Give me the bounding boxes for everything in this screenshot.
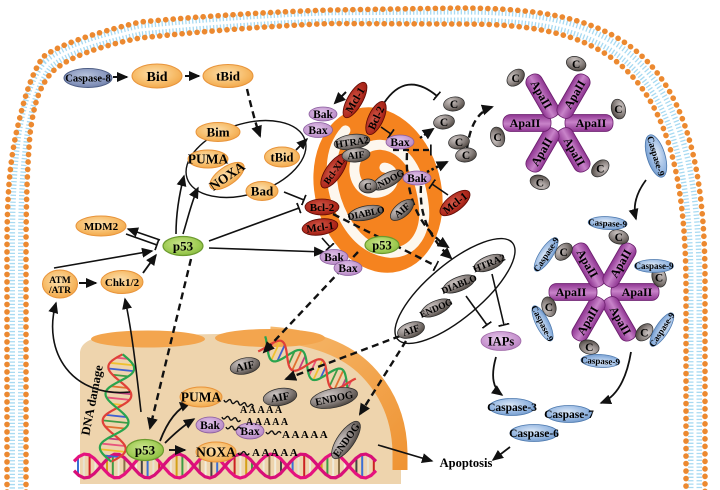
svg-text:tBid: tBid: [216, 69, 241, 84]
svg-text:Bad: Bad: [251, 184, 274, 199]
svg-text:tBid: tBid: [271, 150, 294, 164]
svg-text:ATM: ATM: [49, 276, 70, 286]
svg-text:AIF: AIF: [270, 390, 291, 405]
svg-text:AIF: AIF: [401, 323, 421, 339]
svg-text:C: C: [640, 327, 648, 339]
svg-text:MDM2: MDM2: [84, 221, 119, 233]
svg-text:C: C: [440, 117, 448, 129]
svg-text:AAAAA: AAAAA: [246, 417, 290, 428]
svg-text:Caspase-6: Caspase-6: [509, 428, 559, 440]
svg-text:ApaII: ApaII: [622, 285, 653, 299]
svg-text:Caspase-8: Caspase-8: [65, 74, 111, 85]
svg-text:PUMA: PUMA: [181, 390, 222, 405]
svg-text:C: C: [596, 163, 604, 175]
svg-text:Bcl-2: Bcl-2: [310, 202, 335, 214]
svg-text:Bim: Bim: [206, 125, 229, 140]
svg-text:C: C: [614, 104, 622, 116]
svg-text:C: C: [615, 232, 623, 244]
svg-text:Caspase-9: Caspase-9: [588, 217, 628, 229]
svg-text:C: C: [585, 342, 593, 354]
svg-text:ApaII: ApaII: [510, 116, 541, 130]
svg-text:/ATR: /ATR: [48, 286, 71, 296]
svg-text:C: C: [512, 73, 520, 85]
svg-text:AIF: AIF: [347, 150, 365, 162]
svg-text:AAAAA: AAAAA: [252, 447, 299, 459]
svg-text:Bak: Bak: [324, 252, 344, 264]
svg-text:p53: p53: [173, 239, 194, 254]
svg-text:Bak: Bak: [407, 173, 427, 185]
svg-text:C: C: [560, 247, 568, 259]
svg-text:C: C: [364, 181, 372, 193]
svg-text:C: C: [455, 137, 463, 149]
svg-text:AIF: AIF: [235, 359, 256, 375]
svg-text:IAPs: IAPs: [488, 334, 515, 348]
svg-text:Bak: Bak: [313, 109, 333, 121]
svg-text:p53: p53: [372, 238, 391, 252]
svg-text:C: C: [462, 150, 470, 162]
svg-text:Caspase-7: Caspase-7: [544, 409, 594, 421]
svg-text:Caspase-3: Caspase-3: [487, 402, 537, 414]
svg-text:PUMA: PUMA: [188, 152, 229, 167]
svg-text:Mcl-1: Mcl-1: [306, 220, 335, 236]
svg-text:Bax: Bax: [240, 426, 259, 438]
svg-text:AAAAA: AAAAA: [240, 405, 284, 416]
svg-text:C: C: [655, 272, 663, 284]
svg-text:Chk1/2: Chk1/2: [105, 277, 140, 289]
svg-text:C: C: [545, 302, 553, 314]
svg-text:C: C: [493, 132, 501, 144]
svg-text:Caspase-9: Caspase-9: [581, 355, 621, 367]
svg-text:C: C: [536, 177, 544, 189]
svg-text:C: C: [450, 99, 458, 111]
svg-text:Bak: Bak: [200, 420, 220, 432]
svg-text:HTRA2: HTRA2: [335, 135, 370, 151]
svg-text:C: C: [572, 59, 580, 71]
svg-text:Bax: Bax: [390, 137, 409, 149]
svg-text:ApaII: ApaII: [576, 116, 607, 130]
svg-text:Bax: Bax: [308, 125, 327, 137]
svg-text:ApaII: ApaII: [556, 285, 587, 299]
svg-text:Apoptosis: Apoptosis: [440, 456, 493, 470]
svg-text:AAAAA: AAAAA: [282, 429, 329, 441]
svg-text:Bax: Bax: [338, 263, 357, 275]
svg-text:NOXA: NOXA: [196, 445, 236, 460]
svg-text:Bid: Bid: [146, 70, 167, 85]
svg-text:p53: p53: [135, 443, 156, 458]
svg-text:Caspase-9: Caspase-9: [634, 261, 674, 271]
